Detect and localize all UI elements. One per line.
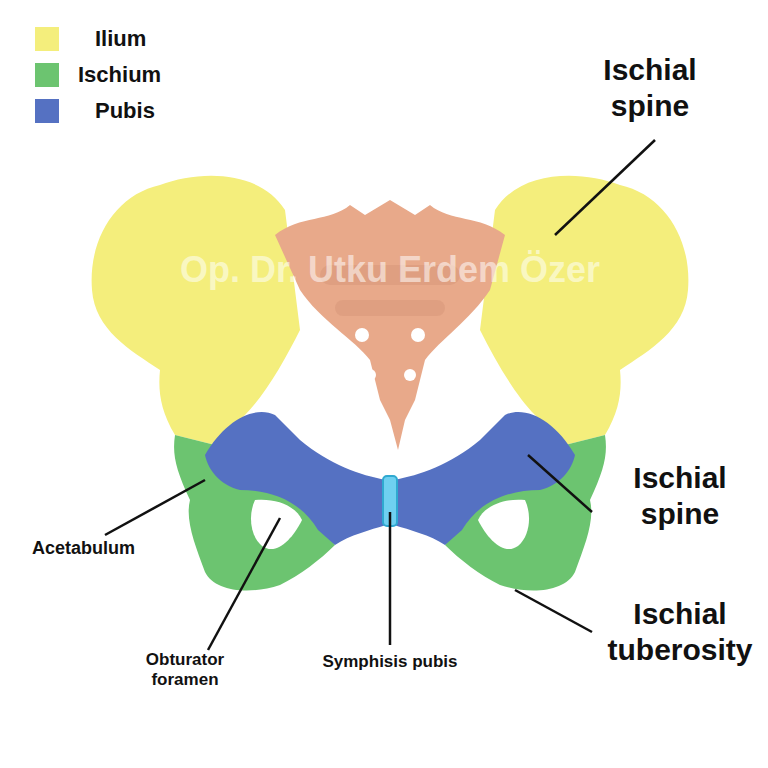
part-label: Ischial spine — [600, 460, 760, 532]
legend-text: Pubis — [95, 98, 155, 124]
legend-swatch — [35, 63, 59, 87]
part-label: Obturator foramen — [120, 650, 250, 691]
sacral-foramen — [364, 369, 376, 381]
sacrum-bone — [275, 200, 505, 450]
part-label: Symphisis pubis — [290, 652, 490, 672]
legend-swatch — [35, 99, 59, 123]
legend-swatch — [35, 27, 59, 51]
legend-text: Ilium — [95, 26, 146, 52]
leader-line — [105, 480, 205, 535]
leader-lines — [105, 140, 655, 650]
sacral-foramen — [404, 369, 416, 381]
leader-line — [389, 512, 392, 645]
leader-line — [528, 455, 592, 512]
sacral-foramen — [411, 328, 425, 342]
watermark: Op. Dr. Utku Erdem Özer — [120, 248, 660, 291]
part-label: Ischial spine — [570, 52, 730, 124]
leader-line — [208, 518, 280, 650]
leader-line — [555, 140, 655, 235]
part-label: Ischial tuberosity — [590, 596, 768, 668]
legend-text: Ischium — [78, 62, 161, 88]
leader-line — [515, 590, 592, 632]
sacral-foramen — [355, 328, 369, 342]
sacrum-shading — [335, 300, 445, 316]
part-label: Acetabulum — [32, 538, 192, 560]
